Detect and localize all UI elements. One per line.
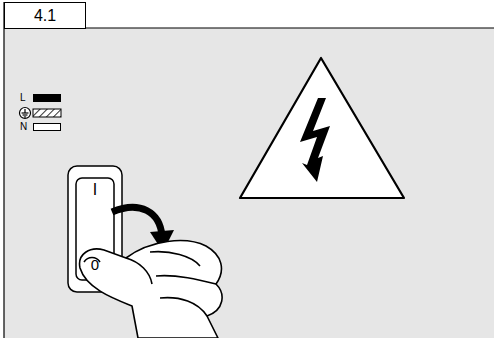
earth-symbol [20,108,31,119]
warning-triangle [240,58,404,198]
hand [80,241,222,338]
wire-color-bar [33,94,61,102]
wire-name: L [20,92,26,103]
figure-number: 4.1 [34,7,56,25]
earth-wire-bar [33,109,61,117]
wire-name: N [20,121,27,132]
switch-on-mark: I [93,181,97,199]
switch-off-mark: 0 [91,256,99,273]
figure-number-box: 4.1 [4,2,86,29]
panel [4,28,494,338]
wire-color-bar [33,123,61,131]
